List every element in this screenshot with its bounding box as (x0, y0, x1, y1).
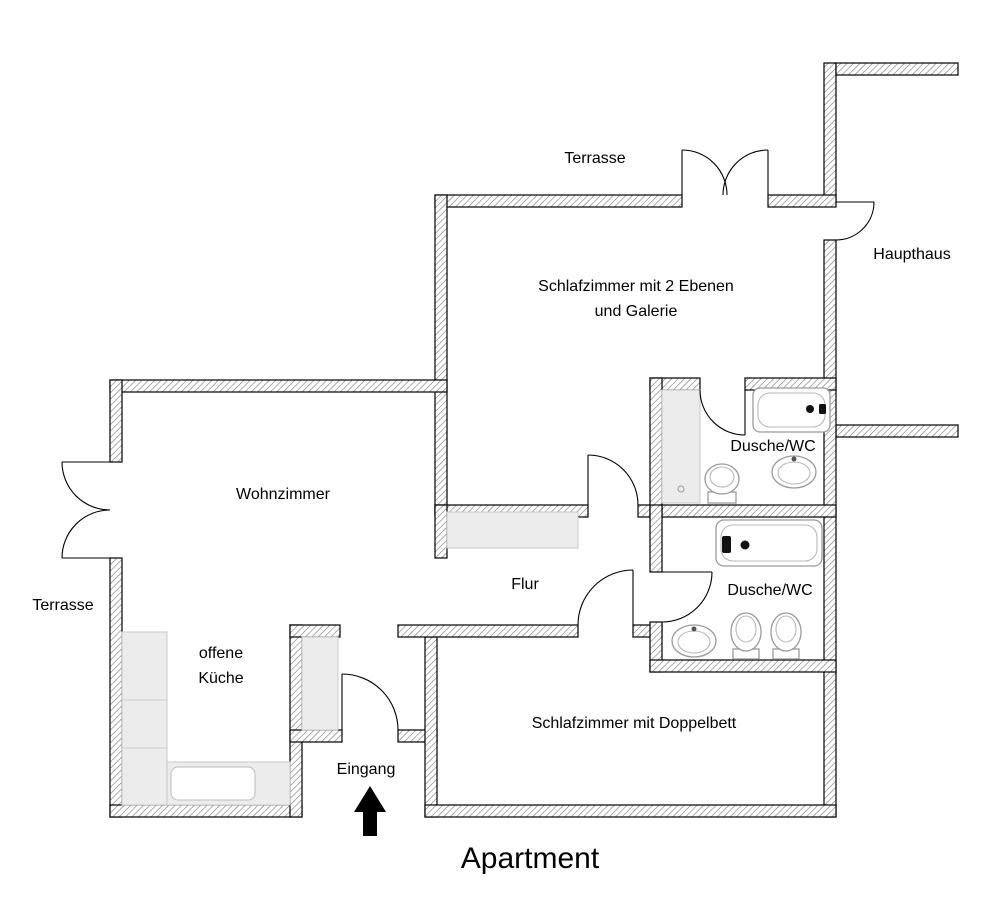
wall-segment (424, 636, 438, 818)
sink-icon (671, 624, 717, 658)
corridor-wardrobe (301, 636, 339, 731)
doors (61, 149, 875, 731)
label-entrance: Eingang (337, 761, 396, 778)
fixtures (671, 387, 831, 660)
wall-segment (637, 504, 837, 518)
toilet-icon (704, 463, 740, 504)
built-ins (121, 389, 701, 806)
wall-segment (649, 504, 663, 573)
label-hallway: Flur (511, 576, 539, 593)
label-terrace-left: Terrasse (32, 597, 93, 614)
wall-segment (397, 624, 579, 638)
bathtub-icon (715, 519, 823, 567)
label-bedroom-double: Schlafzimmer mit Doppelbett (532, 715, 737, 732)
terrace-french-door-icon (61, 461, 111, 559)
wall-segment (835, 62, 959, 76)
walls (109, 62, 959, 818)
wall-segment (434, 504, 448, 559)
wall-segment (109, 557, 123, 818)
lower-bathroom-door-icon (661, 571, 713, 623)
upper-bathroom-door-icon (699, 389, 746, 436)
wall-segment (109, 804, 303, 818)
shower-area (661, 389, 701, 504)
wall-segment (424, 804, 837, 818)
sink-icon (771, 455, 817, 489)
lower-bedroom-door-icon (577, 569, 634, 626)
wall-segment (434, 194, 683, 208)
wall-segment (109, 379, 123, 463)
label-shower-wc-upper: Dusche/WC (730, 438, 815, 455)
shower-drain-icon (677, 485, 685, 493)
wall-segment (109, 379, 448, 393)
main-house-door-icon (835, 201, 875, 241)
room-labels: Terrasse Haupthaus Schlafzimmer mit 2 Eb… (32, 150, 950, 875)
wall-segment (289, 729, 343, 743)
label-kitchen-1: offene (199, 645, 243, 662)
upper-bedroom-door-icon (587, 454, 639, 506)
label-bedroom-gallery-1: Schlafzimmer mit 2 Ebenen (538, 278, 734, 295)
wall-segment (823, 239, 837, 818)
wall-segment (434, 194, 448, 516)
bidet-icon (770, 612, 802, 660)
entrance-door-icon (341, 673, 399, 731)
label-shower-wc-lower: Dusche/WC (727, 582, 812, 599)
kitchen-sink-icon (170, 766, 256, 801)
wall-segment (767, 194, 837, 208)
wall-segment (289, 624, 341, 638)
entrance-arrow-icon (354, 786, 386, 836)
wall-segment (649, 377, 663, 518)
label-living-room: Wohnzimmer (236, 486, 331, 503)
label-main-house: Haupthaus (873, 246, 950, 263)
toilet-icon (730, 612, 762, 660)
bathtub-icon (752, 387, 831, 433)
label-bedroom-gallery-2: und Galerie (595, 303, 678, 320)
kitchen-counter-left (121, 631, 168, 806)
wall-segment (835, 424, 959, 438)
label-terrace-top: Terrasse (564, 150, 625, 167)
label-kitchen-2: Küche (198, 670, 243, 687)
plan-title: Apartment (461, 842, 600, 875)
terrace-double-door-icon (681, 149, 769, 196)
hallway-closet (446, 511, 579, 549)
wall-segment (649, 659, 837, 673)
wall-segment (823, 62, 837, 203)
wall-segment (289, 624, 303, 818)
